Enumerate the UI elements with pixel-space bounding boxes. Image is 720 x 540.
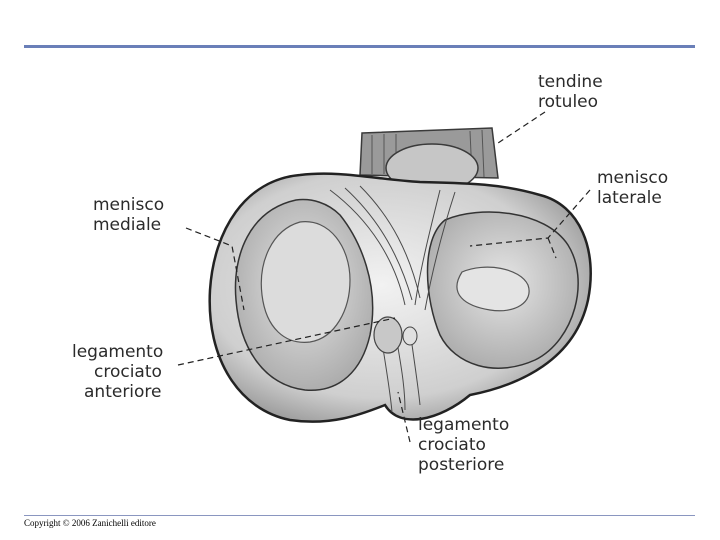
leader-line-tendine [494, 111, 546, 146]
label-lcp-line1: legamento [418, 415, 510, 435]
top-rule [24, 45, 695, 48]
label-menisco-laterale-line2: laterale [597, 188, 662, 208]
medial-meniscus-inner [260, 221, 351, 343]
label-menisco-mediale-line1: menisco [93, 195, 165, 215]
copyright-text: Copyright © 2006 Zanichelli editore [24, 518, 156, 528]
label-lca-line3: anteriore [84, 382, 162, 402]
leader-line-lcp [397, 391, 411, 443]
label-lca-line2: crociato [94, 362, 162, 382]
label-menisco-mediale-line2: mediale [93, 215, 162, 235]
bottom-rule [24, 515, 695, 516]
label-lca-line1: legamento [72, 342, 164, 362]
label-menisco-laterale-line1: menisco [597, 168, 669, 188]
ligament-insertion-small [402, 326, 418, 346]
leader-line-lca [177, 317, 396, 366]
lateral-meniscus-inner [456, 266, 530, 312]
ligament-insertion [373, 316, 403, 354]
label-tendine-line2: rotuleo [538, 92, 599, 112]
label-tendine-line1: tendine [538, 72, 603, 92]
leader-line-menisco-laterale-2 [547, 237, 557, 259]
leader-line-menisco-mediale [185, 227, 245, 311]
label-legamento-crociato-anteriore: legamento crociato anteriore [72, 342, 163, 402]
label-lcp-line2: crociato [418, 435, 486, 455]
label-menisco-mediale: menisco mediale [93, 195, 164, 235]
label-legamento-crociato-posteriore: legamento crociato posteriore [418, 415, 509, 475]
label-menisco-laterale: menisco laterale [597, 168, 668, 208]
label-tendine-rotuleo: tendine rotuleo [538, 72, 603, 112]
label-lcp-line3: posteriore [418, 455, 505, 475]
